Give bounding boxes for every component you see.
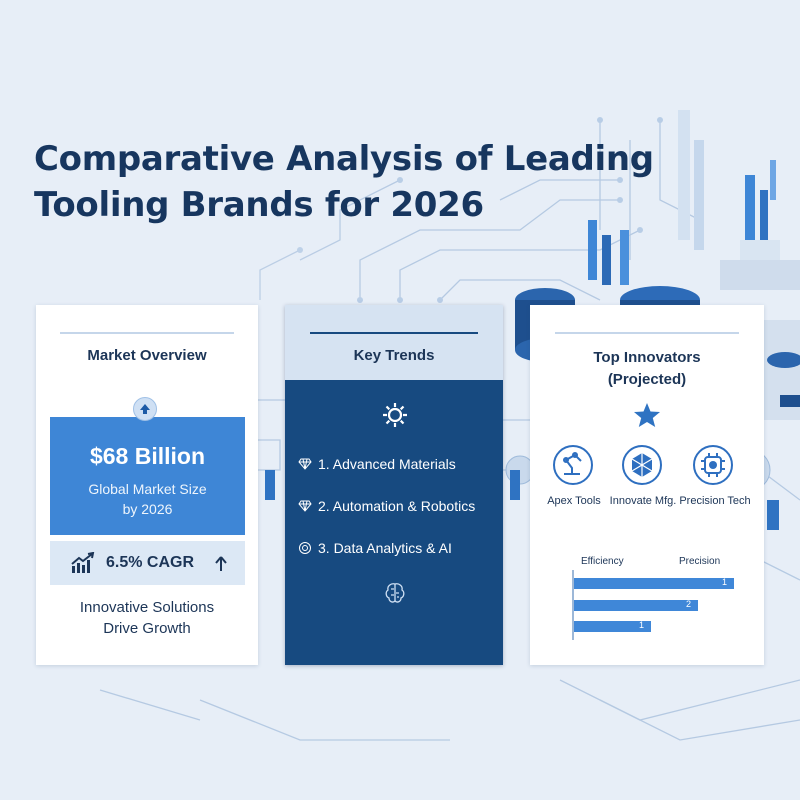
market-footnote-line-2: Drive Growth: [103, 620, 191, 637]
arrow-up-icon: [133, 397, 157, 421]
rank-bar: [574, 621, 651, 632]
growth-chart-icon: [71, 552, 95, 573]
top-innovators-title-line-2: (Projected): [607, 371, 687, 388]
market-size-caption: Global Market Size by 2026: [50, 479, 245, 519]
diamond-icon: [298, 500, 312, 512]
cagr-value: 6.5% CAGR: [106, 554, 195, 571]
innovator-label: Apex Tools: [547, 495, 601, 507]
page-title: Comparative Analysis of Leading Tooling …: [34, 136, 674, 228]
trend-label: 1. Advanced Materials: [318, 456, 456, 472]
market-footnote-line-1: Innovative Solutions: [79, 599, 215, 616]
gear-icon: [383, 403, 407, 427]
market-overview-title: Market Overview: [87, 347, 207, 364]
rank-bar: [574, 600, 698, 611]
cube-icon: [622, 445, 662, 485]
key-trends-title: Key Trends: [353, 347, 435, 364]
trends-title-rule: [310, 332, 478, 334]
star-icon: [634, 403, 660, 427]
rank-bar-label: 1: [722, 577, 728, 587]
rank-bar-label: 1: [639, 620, 645, 630]
title-line-1: Comparative Analysis of Leading: [34, 139, 654, 179]
rank-bar-label: 2: [686, 599, 692, 609]
market-footnote: Innovative Solutions Drive Growth: [36, 597, 258, 639]
title-line-2: Tooling Brands for 2026: [34, 185, 484, 225]
market-title-rule: [60, 332, 234, 334]
innovator-label: Precision Tech: [679, 495, 751, 507]
rank-axis: [572, 570, 574, 640]
trend-label: 2. Automation & Robotics: [318, 498, 476, 514]
trend-item: 2. Automation & Robotics: [298, 498, 475, 514]
innovators-title-rule: [555, 332, 739, 334]
top-innovators-title: Top Innovators (Projected): [530, 347, 764, 391]
trend-item: 1. Advanced Materials: [298, 456, 456, 472]
brain-icon: [385, 583, 405, 603]
innovator-label: Innovate Mfg.: [609, 495, 677, 507]
market-size-caption-line-1: Global Market Size: [88, 481, 207, 497]
robot-arm-icon: [553, 445, 593, 485]
key-trends-header: [285, 305, 503, 380]
metric-label-efficiency: Efficiency: [581, 556, 624, 567]
data-analytics-icon: [299, 542, 311, 554]
top-innovators-title-line-1: Top Innovators: [593, 349, 701, 366]
gear-chip-icon: [693, 445, 733, 485]
cagr-row: 6.5% CAGR: [50, 541, 245, 585]
trend-item: 3. Data Analytics & AI: [298, 540, 452, 556]
rank-bar: [574, 578, 734, 589]
metric-label-precision: Precision: [679, 556, 721, 567]
diamond-icon: [298, 458, 312, 470]
trend-label: 3. Data Analytics & AI: [318, 540, 452, 556]
market-size-panel: $68 Billion Global Market Size by 2026: [50, 417, 245, 535]
market-size-caption-line-2: by 2026: [122, 501, 173, 517]
up-arrow-icon: [215, 556, 227, 571]
market-size-value: $68 Billion: [89, 443, 206, 469]
